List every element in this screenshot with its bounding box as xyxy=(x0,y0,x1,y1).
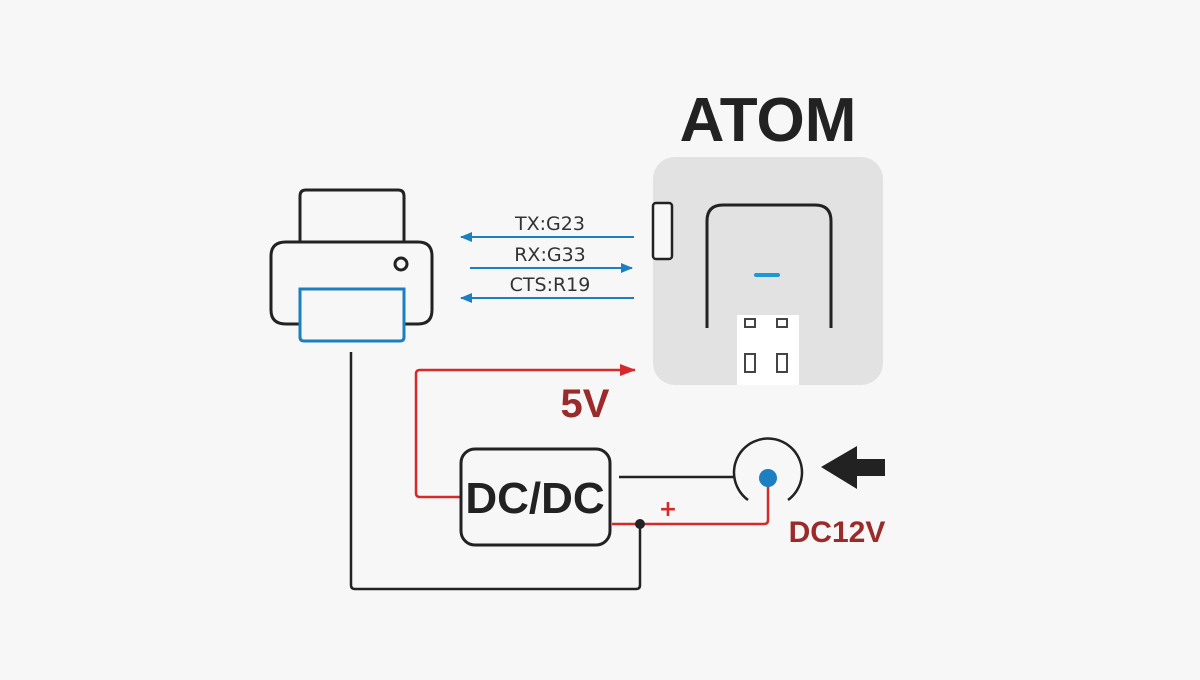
cts-label: CTS:R19 xyxy=(510,274,591,296)
junction-dot xyxy=(635,519,645,529)
atom-title: ATOM xyxy=(680,86,857,155)
dcdc-converter: DC/DC xyxy=(459,447,612,547)
5v-supply-line xyxy=(414,364,636,499)
signal-lines: TX:G23 RX:G33 CTS:R19 xyxy=(460,213,634,303)
ground-wire xyxy=(349,352,642,591)
dc12v-label: DC12V xyxy=(789,516,886,549)
dcdc-label: DC/DC xyxy=(465,474,604,523)
dc-jack-icon xyxy=(732,437,804,502)
rx-label: RX:G33 xyxy=(514,244,586,266)
tx-label: TX:G23 xyxy=(514,213,585,235)
plus-sign: + xyxy=(659,497,677,522)
input-arrow-icon xyxy=(821,446,885,489)
atom-device-icon xyxy=(651,157,883,385)
5v-label: 5V xyxy=(561,382,610,426)
positive-wire xyxy=(612,482,770,526)
printer-icon xyxy=(269,188,434,343)
